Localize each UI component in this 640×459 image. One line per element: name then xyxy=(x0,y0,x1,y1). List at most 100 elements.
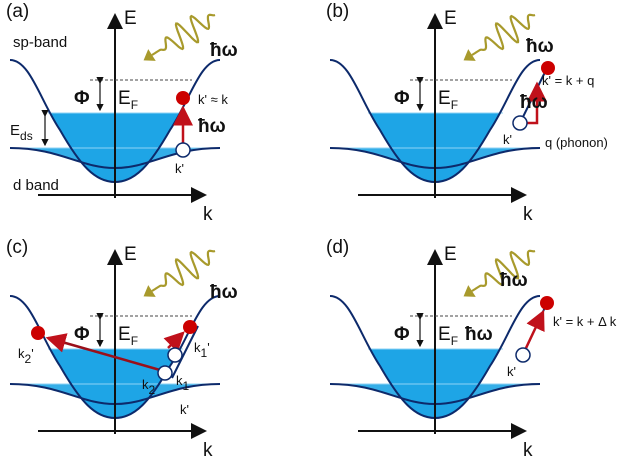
panel-label-main: (c) xyxy=(6,237,28,258)
photon-wave-icon xyxy=(151,13,216,56)
photon-energy-label: ħω xyxy=(500,270,528,291)
eds-label-main: E xyxy=(10,122,20,139)
energy-axis-label-main: E xyxy=(124,244,137,265)
k-axis-label: k xyxy=(203,204,213,225)
fermi-energy-label-main: E xyxy=(438,88,451,109)
transition-arrow xyxy=(524,309,545,349)
final-state-label-main: k' = k + q xyxy=(542,73,594,88)
k2-final-label-subscript: 2 xyxy=(25,352,32,366)
fermi-energy-label: EF xyxy=(118,88,138,112)
initial-state-label: k' xyxy=(503,132,512,147)
fermi-energy-label-main: E xyxy=(438,324,451,345)
transition-arrow-k2 xyxy=(45,333,161,372)
photon-energy-label-main: ħω xyxy=(500,270,528,291)
photon-wave-icon xyxy=(471,249,536,292)
k2-label: k2 xyxy=(142,377,156,397)
photon-energy-label-main: ħω xyxy=(210,40,238,61)
final-state-label: k' ≈ k xyxy=(198,92,228,107)
k-axis-label-main: k xyxy=(203,440,213,459)
energy-axis-label-main: E xyxy=(444,8,457,29)
eds-label-subscript: ds xyxy=(20,129,33,143)
fermi-subscript: F xyxy=(131,98,138,112)
d-band-label: d band xyxy=(13,177,59,194)
k2-final-label-prime: ' xyxy=(31,346,33,361)
transition-energy-label: ħω xyxy=(198,116,226,137)
transition-energy-label: ħω xyxy=(465,324,493,345)
photon-arrowhead-icon xyxy=(143,49,156,61)
transition-arrow-k1 xyxy=(163,331,185,353)
initial-state-label: k' xyxy=(180,402,189,417)
fermi-energy-label: EF xyxy=(118,324,138,348)
panel-label-main: (d) xyxy=(326,237,349,258)
k1-final-label-prime: ' xyxy=(207,340,209,355)
k-axis-label-main: k xyxy=(523,440,533,459)
fermi-energy-label-main: E xyxy=(118,88,131,109)
final-state-label-main: k' ≈ k xyxy=(198,92,228,107)
phonon-assisted-transition-arrow xyxy=(527,81,547,125)
fermi-subscript: F xyxy=(131,334,138,348)
k2-label-subscript: 2 xyxy=(149,383,156,397)
sp-band-label-main: sp-band xyxy=(13,34,67,51)
photon-energy-label: ħω xyxy=(210,40,238,61)
hole xyxy=(175,142,191,158)
sp-band-label: sp-band xyxy=(13,34,67,51)
photon-energy-label: ħω xyxy=(526,36,554,57)
transition-energy-label-main: ħω xyxy=(465,324,493,345)
energy-axis-label: E xyxy=(124,8,137,29)
work-function-label-main: Φ xyxy=(394,88,410,109)
work-function-label: Φ xyxy=(394,324,410,345)
photon-arrowhead-icon xyxy=(463,285,476,297)
fermi-energy-label: EF xyxy=(438,324,458,348)
panel-label: (a) xyxy=(6,1,29,22)
work-function-label: Φ xyxy=(74,88,90,109)
fermi-subscript: F xyxy=(451,98,458,112)
k2-final-label-main: k xyxy=(18,346,25,361)
transition-energy-label: ħω xyxy=(520,92,548,113)
d-band-label-main: d band xyxy=(13,177,59,194)
excited-electron xyxy=(176,91,190,105)
k-axis-label-main: k xyxy=(523,204,533,225)
k-axis-label: k xyxy=(203,440,213,459)
phonon-label: q (phonon) xyxy=(545,135,608,150)
final-state-label-main: k' = k + Δ k xyxy=(553,314,617,329)
energy-axis-label-main: E xyxy=(124,8,137,29)
work-function-label: Φ xyxy=(74,324,90,345)
k1-final-label-main: k xyxy=(194,340,201,355)
phonon-label-main: q (phonon) xyxy=(545,135,608,150)
photon-wave-icon xyxy=(151,249,216,292)
k1-label: k1 xyxy=(176,373,190,393)
fermi-subscript: F xyxy=(451,334,458,348)
initial-state-label: k' xyxy=(507,364,516,379)
photon-energy-label-main: ħω xyxy=(210,282,238,303)
panel-label: (c) xyxy=(6,237,28,258)
excited-electron-k1 xyxy=(183,320,197,334)
band-segment xyxy=(171,325,199,379)
energy-axis-label: E xyxy=(124,244,137,265)
final-state-label: k' = k + q xyxy=(542,73,594,88)
panel-label-main: (a) xyxy=(6,1,29,22)
energy-axis-label-main: E xyxy=(444,244,457,265)
k1-label-main: k xyxy=(176,373,183,388)
excited-electron xyxy=(540,296,554,310)
photon-wave-icon xyxy=(471,13,536,56)
k1-final-label-subscript: 1 xyxy=(201,346,208,360)
hole xyxy=(512,115,528,131)
work-function-label-main: Φ xyxy=(394,324,410,345)
energy-axis-label: E xyxy=(444,244,457,265)
final-state-label: k' = k + Δ k xyxy=(553,314,617,329)
initial-state-label-main: k' xyxy=(507,364,516,379)
initial-state-label-main: k' xyxy=(175,161,184,176)
k2-final-label: k2' xyxy=(18,346,34,366)
transition-energy-label-main: ħω xyxy=(198,116,226,137)
excited-electron-k2 xyxy=(31,326,45,340)
work-function-label-main: Φ xyxy=(74,88,90,109)
k1-label-subscript: 1 xyxy=(183,379,190,393)
panel-label: (b) xyxy=(326,1,349,22)
initial-state-label-main: k' xyxy=(180,402,189,417)
k-axis-label: k xyxy=(523,440,533,459)
initial-state-label: k' xyxy=(175,161,184,176)
initial-state-label-main: k' xyxy=(503,132,512,147)
panel-label: (d) xyxy=(326,237,349,258)
